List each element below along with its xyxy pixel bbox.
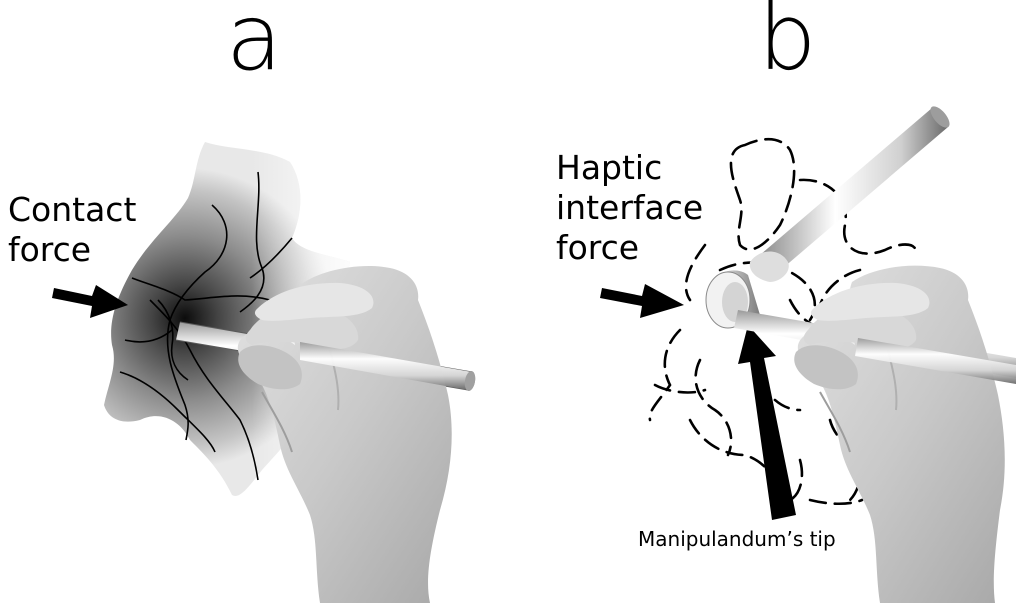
- haptic-force-arrow: [600, 284, 684, 318]
- panel-a-letter: a: [226, 0, 282, 84]
- tip-pointer-arrow: [738, 325, 796, 520]
- panel-b-letter: b: [758, 0, 816, 84]
- haptic-interface-force-label: Haptic interface force: [556, 148, 703, 268]
- hand-icon: [794, 266, 1005, 603]
- stylus-b-upper: [750, 103, 953, 282]
- contact-force-label: Contact force: [8, 190, 136, 270]
- manipulandum-tip-label: Manipulandum’s tip: [638, 527, 836, 551]
